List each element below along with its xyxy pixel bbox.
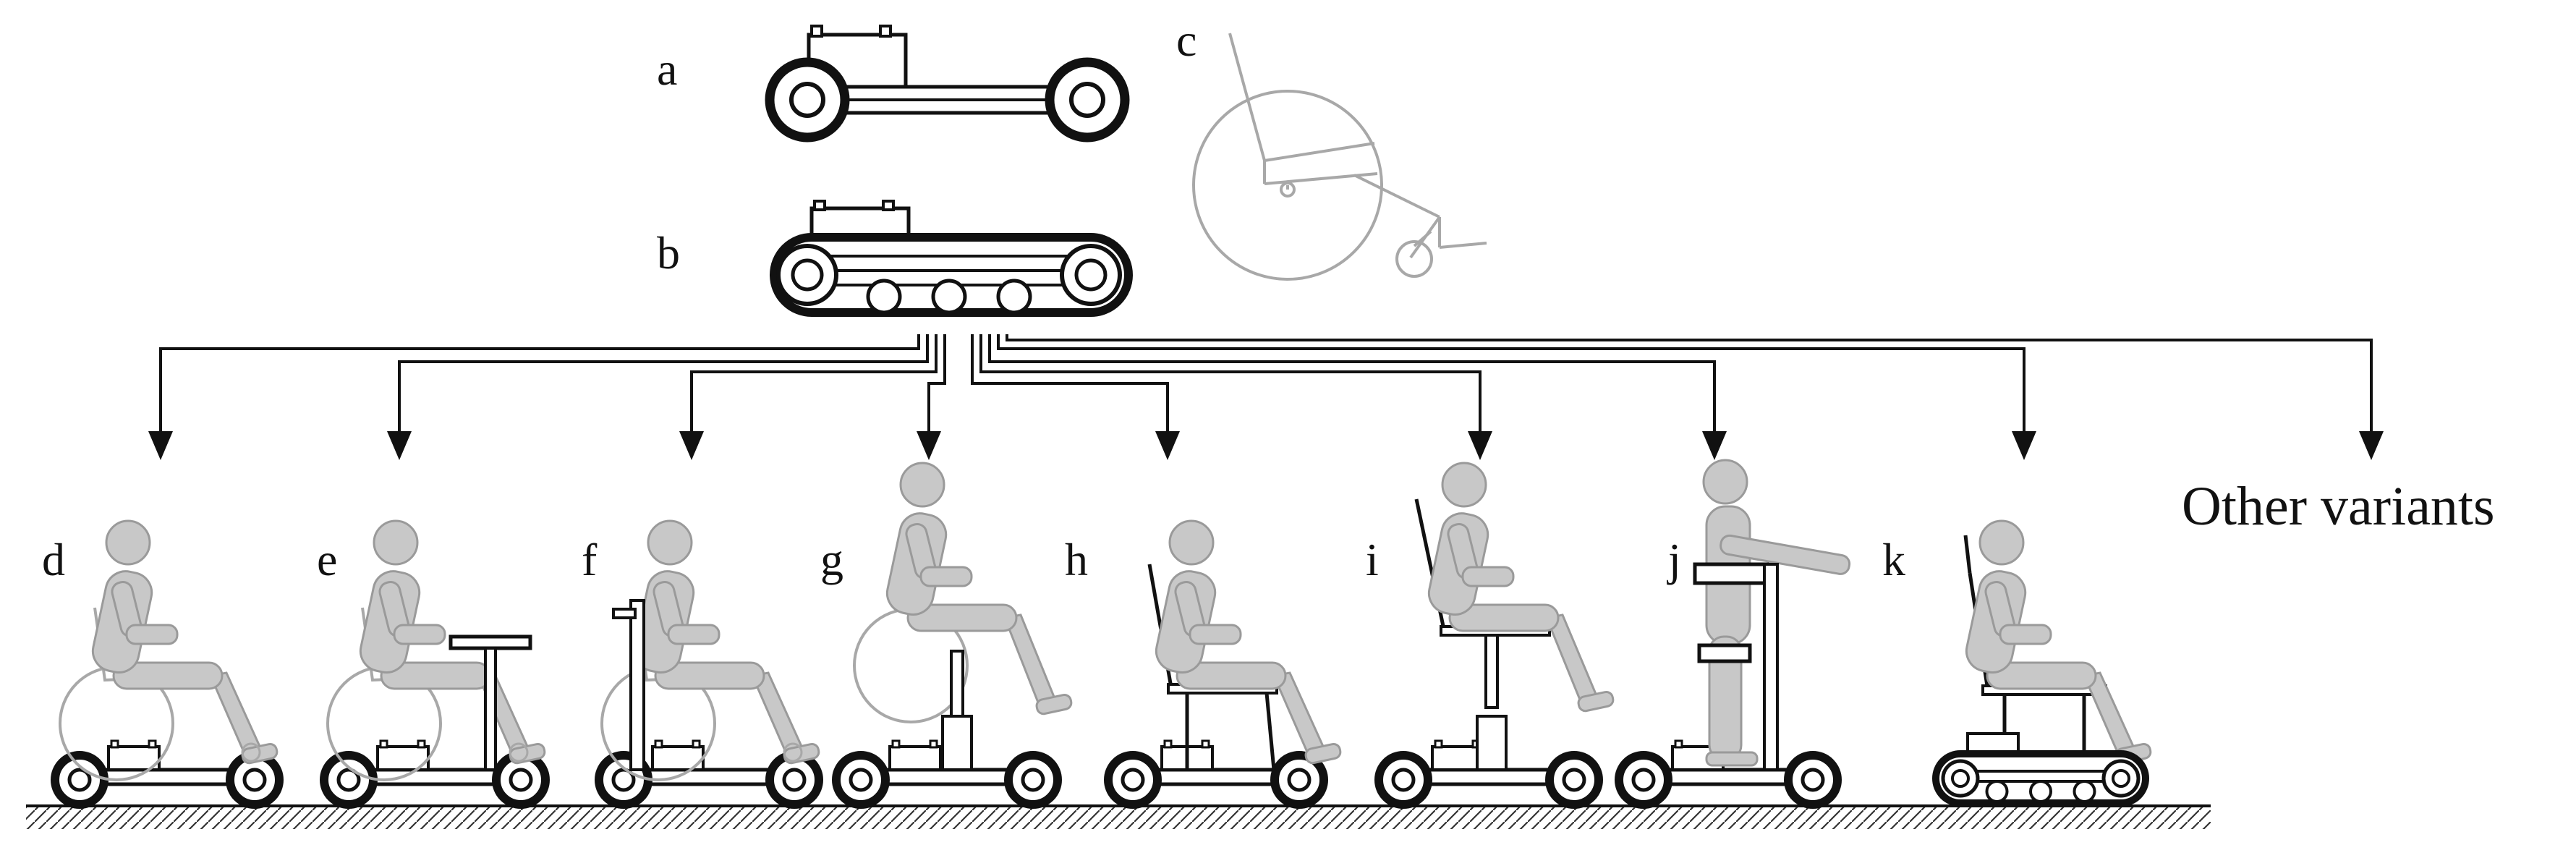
arrowhead-other [2359, 431, 2384, 460]
arrow-line-g [927, 334, 946, 436]
variant-j-vehicle [1615, 459, 1851, 809]
arrowhead-e [387, 431, 412, 460]
arrowhead-g [917, 431, 941, 460]
label-variant-k: k [1882, 534, 1905, 585]
label-variant-f: f [582, 534, 598, 585]
label-variant-h: h [1065, 534, 1088, 585]
arrow-line-i [979, 334, 1482, 436]
arrowhead-i [1468, 431, 1492, 460]
arrow-line-k [997, 334, 2025, 436]
label-variant-g: g [820, 534, 843, 585]
arrowhead-f [679, 431, 704, 460]
ground [26, 804, 2211, 829]
arrow-line-d [159, 334, 920, 436]
variant-i-vehicle [1374, 462, 1615, 809]
arrow-line-h [971, 334, 1169, 436]
arrow-line-j [988, 334, 1716, 436]
arrow-line-other [1006, 334, 2373, 436]
label-variant-d: d [42, 534, 65, 585]
variant-d-vehicle [51, 519, 284, 809]
distribution-arrows [159, 334, 2373, 436]
label-module-a: a [657, 43, 678, 95]
other-variants-label: Other variants [2182, 476, 2495, 537]
arrowhead-h [1155, 431, 1180, 460]
module-c-wheelchair-frame [1192, 33, 1487, 281]
label-variant-i: i [1366, 534, 1379, 585]
arrowhead-d [148, 431, 173, 460]
label-module-b: b [657, 227, 680, 279]
label-variant-j: j [1668, 534, 1681, 585]
variant-g-vehicle [832, 462, 1073, 809]
variant-f-vehicle [595, 519, 823, 809]
variant-k-vehicle [1932, 519, 2152, 807]
module-b-tracked-base [770, 200, 1133, 317]
module-a-wheeled-base [765, 25, 1130, 143]
arrow-line-f [690, 334, 938, 436]
arrowheads [148, 431, 2384, 460]
label-module-c: c [1176, 14, 1197, 66]
label-variant-e: e [317, 534, 338, 585]
arrowhead-j [1702, 431, 1727, 460]
arrow-line-e [398, 334, 929, 436]
variant-e-vehicle [320, 519, 550, 809]
variant-h-vehicle [1104, 519, 1342, 809]
arrowhead-k [2012, 431, 2036, 460]
variant-vehicles [51, 459, 2152, 809]
